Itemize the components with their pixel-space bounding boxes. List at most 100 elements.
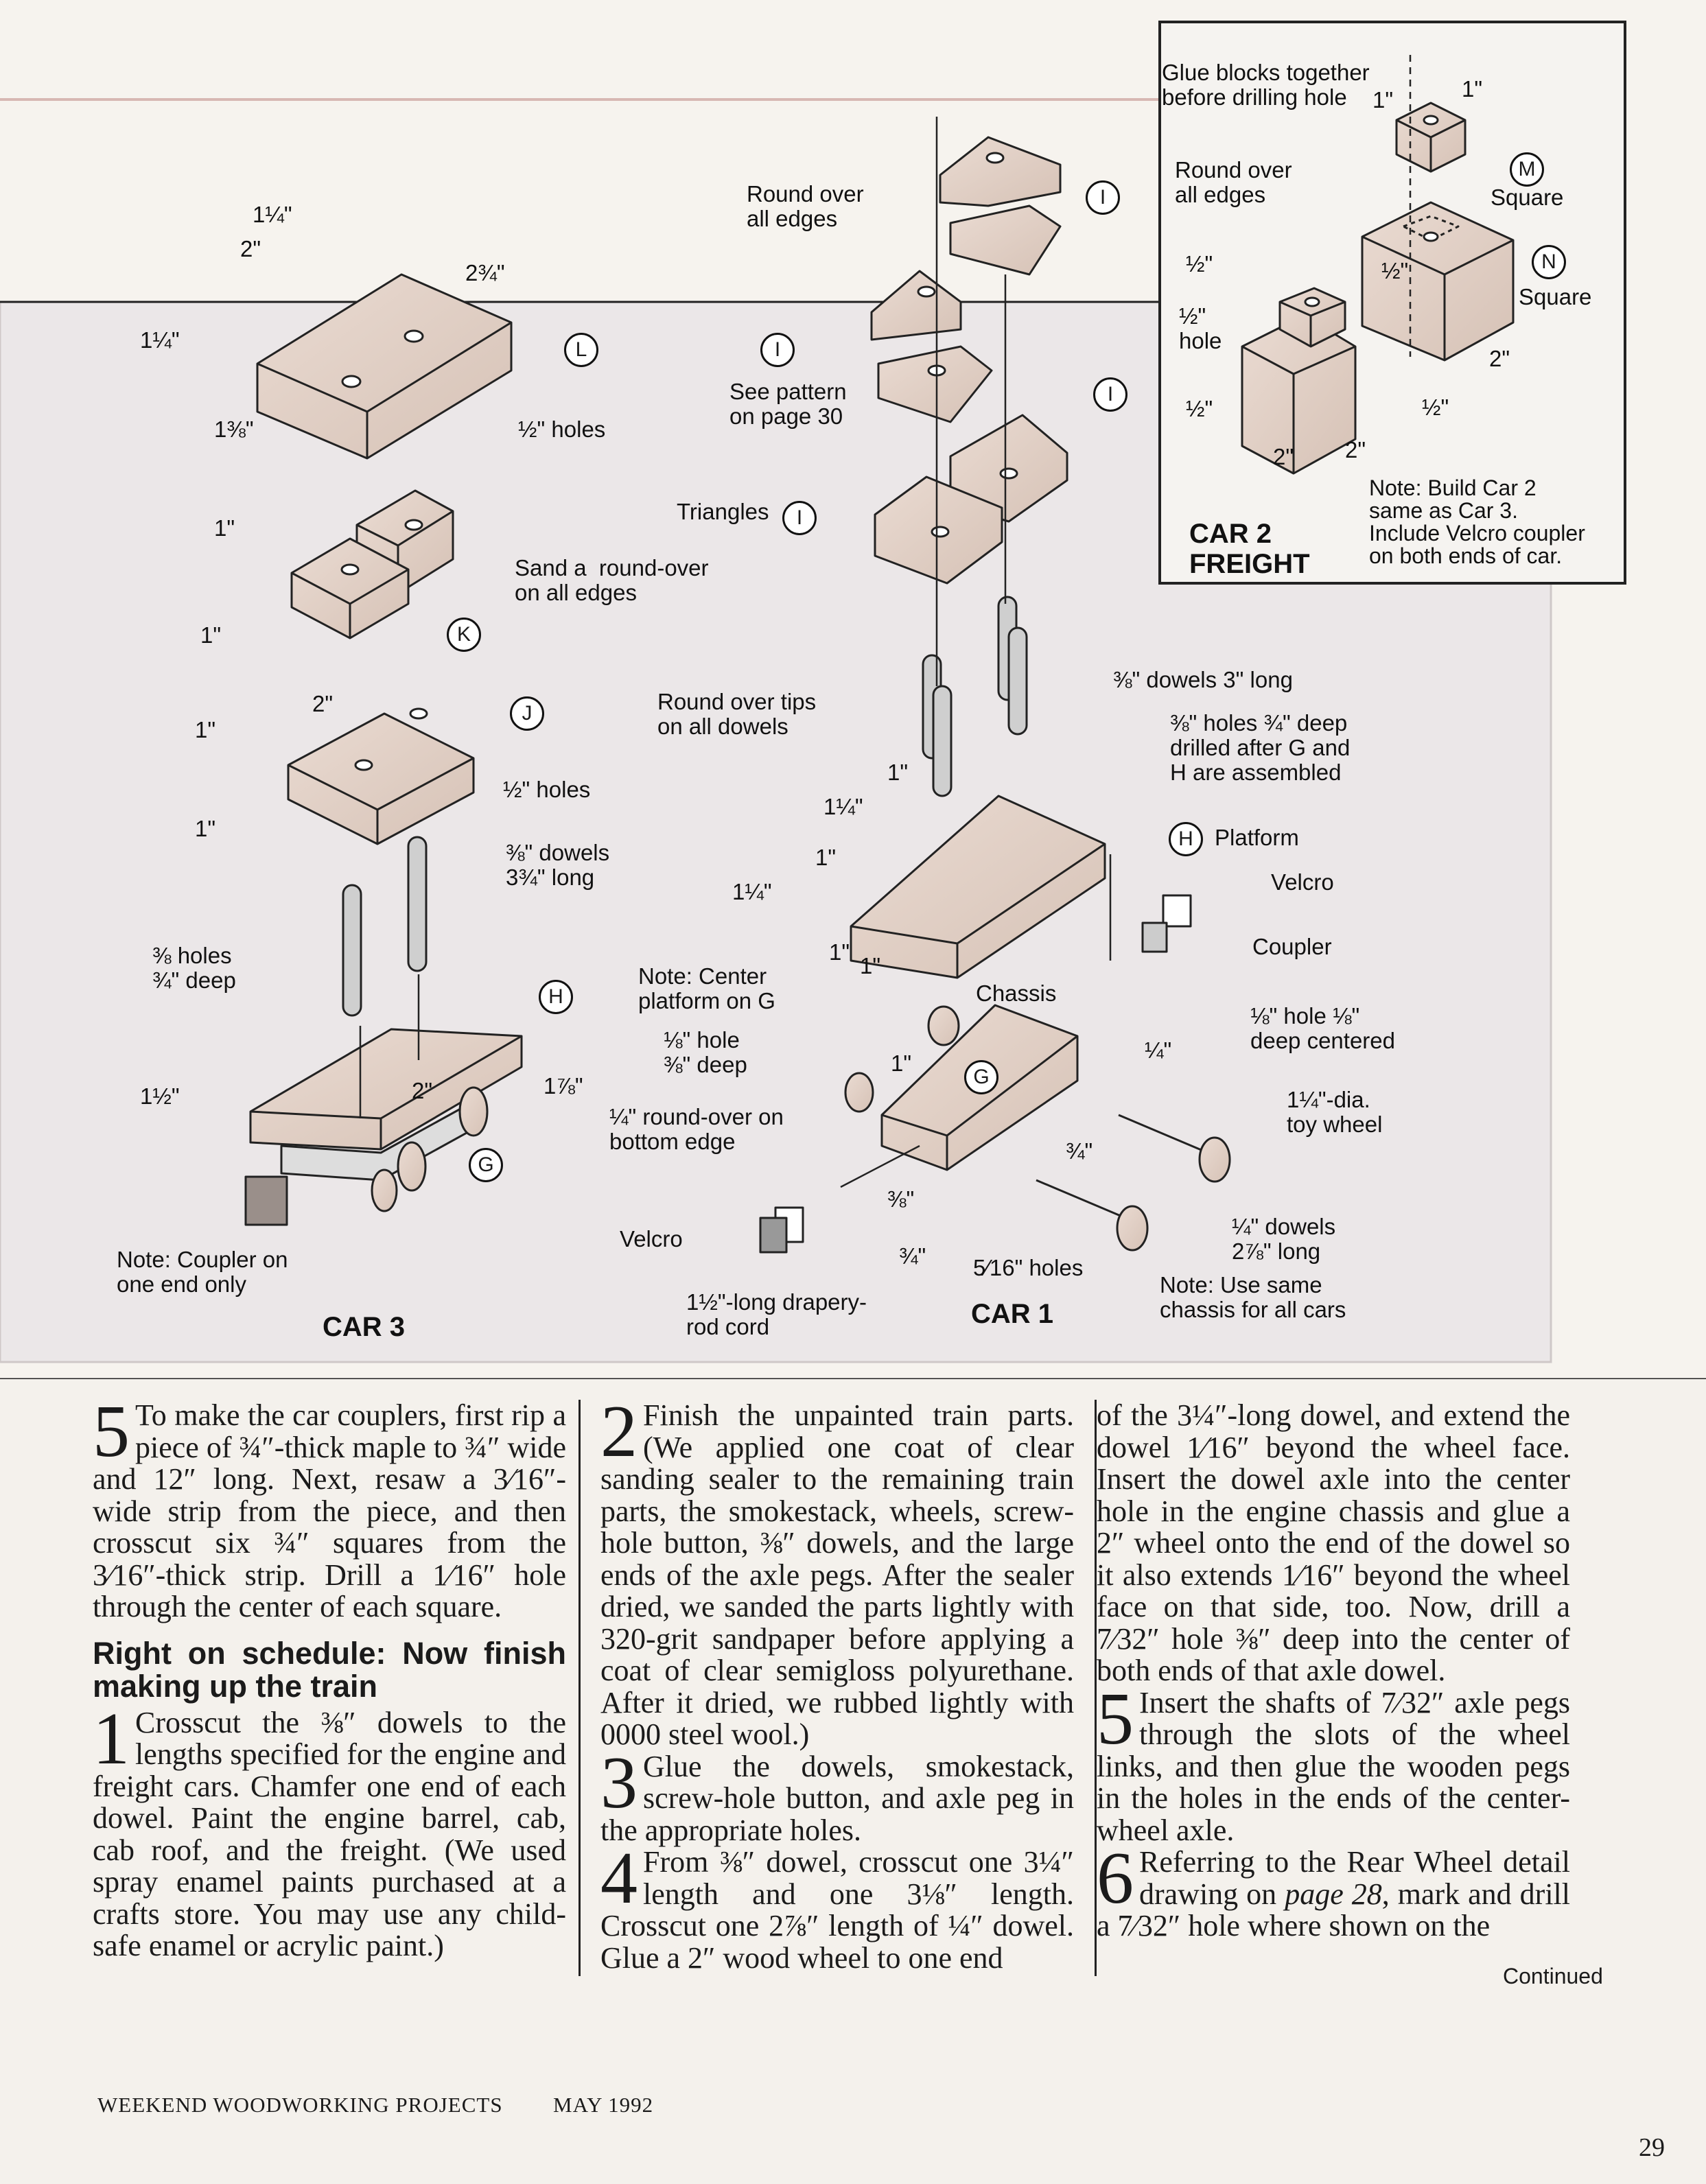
chassis-label: Chassis (976, 981, 1057, 1006)
car3-dim-1d: 1" (195, 816, 216, 841)
toy-wheel-label: 1¼"-dia. toy wheel (1287, 1087, 1383, 1137)
car2-note: Note: Build Car 2 same as Car 3. Include… (1369, 475, 1585, 568)
part-h-badge-car3: H (539, 980, 573, 1014)
inset-round-over: Round over all edges (1175, 157, 1292, 207)
car3-dim-2: 2" (240, 236, 261, 261)
step-number: 5 (1097, 1678, 1134, 1760)
car1-dim-1d: 1" (860, 953, 881, 978)
car3-half-holes-2: ½" holes (503, 777, 591, 802)
step-text: To make the car couplers, first rip a pi… (93, 1398, 567, 1623)
part-n-badge: N (1532, 245, 1566, 279)
car1-dim-34b: ¾" (899, 1243, 926, 1269)
car1-round-tips: Round over tips on all dowels (657, 689, 817, 739)
car3-dim-112: 1½" (140, 1083, 180, 1109)
inset-dim-2c: 2" (1345, 437, 1366, 462)
car1-center-note: Note: Center platform on G (638, 963, 775, 1013)
inset-dim-half-b: ½" (1381, 258, 1409, 283)
continued-label: Continued (1503, 1964, 1603, 1988)
part-h-badge-car1: H (1169, 822, 1203, 856)
drawing-art (0, 21, 1706, 1379)
step-number: 6 (1097, 1837, 1134, 1919)
step-number: 5 (93, 1391, 130, 1472)
inset-half-hole: ½" hole (1179, 303, 1222, 353)
car1-holes-note: ⅜" holes ¾" deep drilled after G and H a… (1170, 710, 1351, 785)
car1-chassis-note: Note: Use same chassis for all cars (1160, 1272, 1346, 1322)
car1-round-over: Round over all edges (747, 181, 864, 231)
car2-title: CAR 2 FREIGHT (1189, 519, 1310, 579)
exploded-assembly-drawing: Glue blocks together before drilling hol… (0, 21, 1706, 1379)
velcro-label-2: Velcro (620, 1226, 683, 1252)
step-number: 4 (600, 1837, 638, 1919)
inset-dim-half-d: ½" (1422, 395, 1449, 420)
car3-dim-2c: 2" (412, 1078, 433, 1103)
car1-dim-34a: ¾" (1066, 1138, 1093, 1164)
column-3: of the 3¼″-long dowel, and extend the do… (1097, 1399, 1571, 1942)
car1-title: CAR 1 (971, 1299, 1054, 1329)
car3-dim-114b: 1¼" (140, 327, 180, 353)
step-text: Crosscut the ⅜″ dowels to the lengths sp… (93, 1705, 566, 1962)
inset-glue-note: Glue blocks together before drilling hol… (1162, 60, 1370, 110)
car2-inset-box (1158, 21, 1626, 585)
car1-hole-18: ⅛" hole ⅜" deep (664, 1027, 747, 1077)
column-divider (1095, 1400, 1097, 1976)
inset-dim-2b: 2" (1273, 444, 1294, 469)
part-j-badge: J (510, 696, 544, 731)
publication-name: WEEKEND WOODWORKING PROJECTS (97, 2093, 503, 2117)
car1-triangles: Triangles (677, 499, 769, 524)
part-m-badge: M (1510, 152, 1544, 187)
car1-pattern-note: See pattern on page 30 (729, 379, 847, 429)
car3-dim-178: 1⅞" (544, 1073, 583, 1099)
inset-dim-half-a: ½" (1186, 251, 1213, 277)
holes-516-label: 5⁄16" holes (973, 1255, 1084, 1280)
car1-dim-1e: 1" (891, 1050, 912, 1076)
car1-dowels-3: ⅜" dowels 3" long (1113, 667, 1293, 692)
inset-dim-2a: 2" (1489, 346, 1510, 371)
car1-hole-18-centered: ⅛" hole ⅛" deep centered (1250, 1003, 1396, 1053)
step-text-end: , mark and drill a 7⁄32″ hole where show… (1097, 1877, 1571, 1942)
inset-dim-1b: 1" (1462, 76, 1483, 102)
part-i-badge-1: I (1086, 180, 1120, 215)
drapery-cord-label: 1½"-long drapery- rod cord (686, 1289, 867, 1339)
step-text: From ⅜″ dowel, crosscut one 3¼″ length a… (600, 1845, 1074, 1975)
car3-holes: ⅜ holes ¾" deep (152, 943, 236, 993)
step-text: Glue the dowels, smokestack, screw-hole … (600, 1749, 1074, 1847)
car1-dim-1a: 1" (887, 760, 909, 785)
car3-dowels: ⅜" dowels 3¾" long (506, 840, 610, 890)
square-n-label: Square (1519, 284, 1592, 309)
car3-dim-1b: 1" (200, 622, 222, 648)
car3-dim-2b: 2" (312, 691, 334, 716)
column-divider (579, 1400, 581, 1976)
car3-dim-114a: 1¼" (253, 202, 292, 227)
step-text: Insert the shafts of 7⁄32″ axle pegs thr… (1097, 1685, 1570, 1847)
inset-dim-half-c: ½" (1186, 396, 1213, 421)
part-g-badge-car3: G (469, 1148, 503, 1182)
car1-dim-114b: 1¼" (732, 879, 772, 904)
part-g-badge-car1: G (964, 1060, 998, 1094)
car3-title: CAR 3 (323, 1312, 406, 1342)
section-heading: Right on schedule: Now finish making up … (93, 1635, 566, 1704)
platform-label: Platform (1215, 825, 1299, 850)
part-k-badge: K (447, 618, 481, 652)
velcro-label-1: Velcro (1271, 869, 1334, 895)
car3-dim-234: 2¾" (465, 260, 505, 285)
car3-dim-1a: 1" (214, 515, 235, 541)
car1-dim-14: ¼" (1145, 1037, 1172, 1063)
part-i-badge-3: I (1093, 377, 1127, 412)
part-i-badge-4: I (782, 501, 817, 535)
step-number: 2 (600, 1391, 638, 1472)
step-text: Referring to the Rear Wheel detail drawi… (1139, 1845, 1570, 1911)
car3-sand-note: Sand a round-over on all edges (515, 555, 709, 605)
issue-date: MAY 1992 (553, 2093, 654, 2117)
car1-dim-38: ⅜" (887, 1186, 915, 1212)
step-text: Finish the unpainted train parts. (We ap… (600, 1398, 1074, 1751)
